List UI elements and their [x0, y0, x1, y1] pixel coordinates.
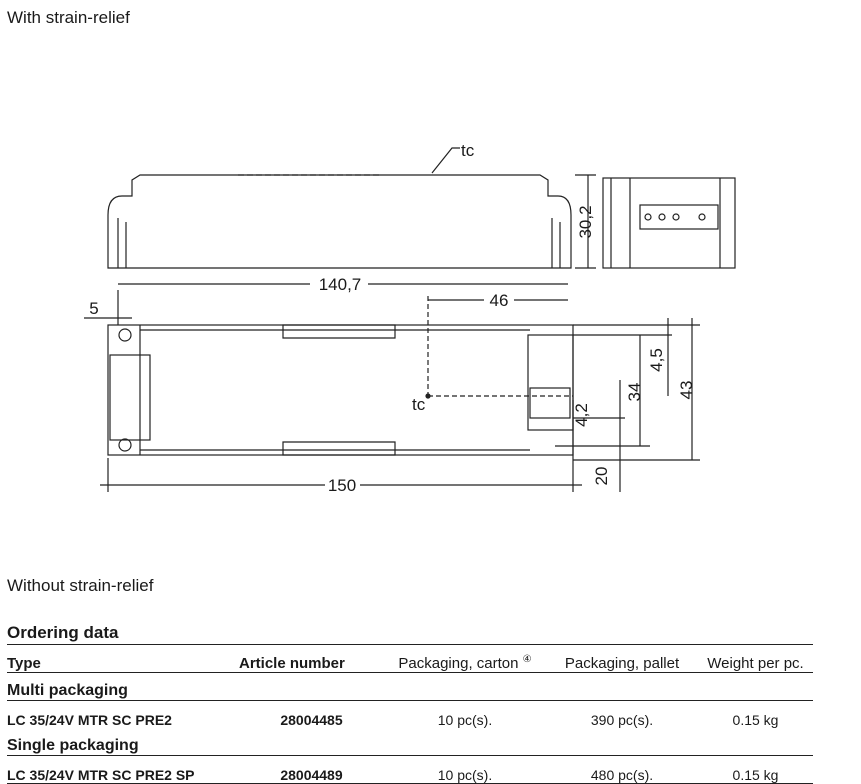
cell-weight: 0.15 kg	[698, 755, 813, 784]
cell-pallet: 390 pc(s).	[590, 712, 654, 728]
header-weight: Weight per pc.	[707, 655, 804, 672]
cell-type: LC 35/24V MTR SC PRE2 SP	[7, 755, 239, 784]
cell-pallet: 480 pc(s).	[546, 755, 698, 784]
tc-label-top: tc	[412, 395, 426, 414]
group-multi-packaging: Multi packaging	[7, 672, 813, 701]
side-view-outline	[107, 174, 572, 269]
header-article: Article number	[239, 655, 345, 672]
dim-140-7: 140,7	[319, 275, 362, 294]
group-single-packaging: Single packaging	[7, 728, 813, 756]
tc-label-side: tc	[461, 141, 475, 160]
header-pallet: Packaging, pallet	[564, 655, 680, 672]
cell-weight: 0.15 kg	[732, 712, 779, 728]
cell-type: LC 35/24V MTR SC PRE2	[7, 712, 172, 728]
ordering-table: Type Article number Packaging, carton ④ …	[7, 644, 813, 784]
top-view-outline	[107, 324, 574, 456]
dim-46: 46	[490, 291, 509, 310]
dim-height-side: 30,2	[576, 205, 595, 238]
table-header-row: Type Article number Packaging, carton ④ …	[7, 644, 813, 673]
end-view-outline	[602, 177, 736, 269]
table-row: LC 35/24V MTR SC PRE2 28004485 10 pc(s).…	[7, 701, 813, 728]
table-row: LC 35/24V MTR SC PRE2 SP 28004489 10 pc(…	[7, 755, 813, 784]
header-carton: Packaging, carton ④	[398, 654, 532, 672]
dim-150: 150	[328, 476, 356, 495]
dim-5: 5	[89, 299, 98, 318]
caption-with-strain-relief: With strain-relief	[7, 8, 130, 27]
ordering-data-title: Ordering data	[7, 623, 119, 642]
footnote-4: ④	[522, 654, 532, 665]
dim-4-5: 4,5	[647, 348, 666, 372]
header-type: Type	[7, 655, 41, 672]
group-row: Single packaging	[7, 728, 813, 756]
dim-34: 34	[625, 383, 644, 402]
cell-article: 28004485	[280, 712, 343, 728]
dim-43: 43	[677, 381, 696, 400]
caption-without-strain-relief: Without strain-relief	[7, 576, 154, 595]
cell-carton: 10 pc(s).	[384, 755, 546, 784]
cell-carton: 10 pc(s).	[437, 712, 493, 728]
dim-4-2: 4,2	[572, 403, 591, 427]
cell-article: 28004489	[239, 755, 384, 784]
group-row: Multi packaging	[7, 672, 813, 701]
technical-drawing: tc 30,2 140,7 5 46 tc 4,5 34 43 4,2 20 1…	[84, 141, 736, 495]
dim-20: 20	[592, 467, 611, 486]
